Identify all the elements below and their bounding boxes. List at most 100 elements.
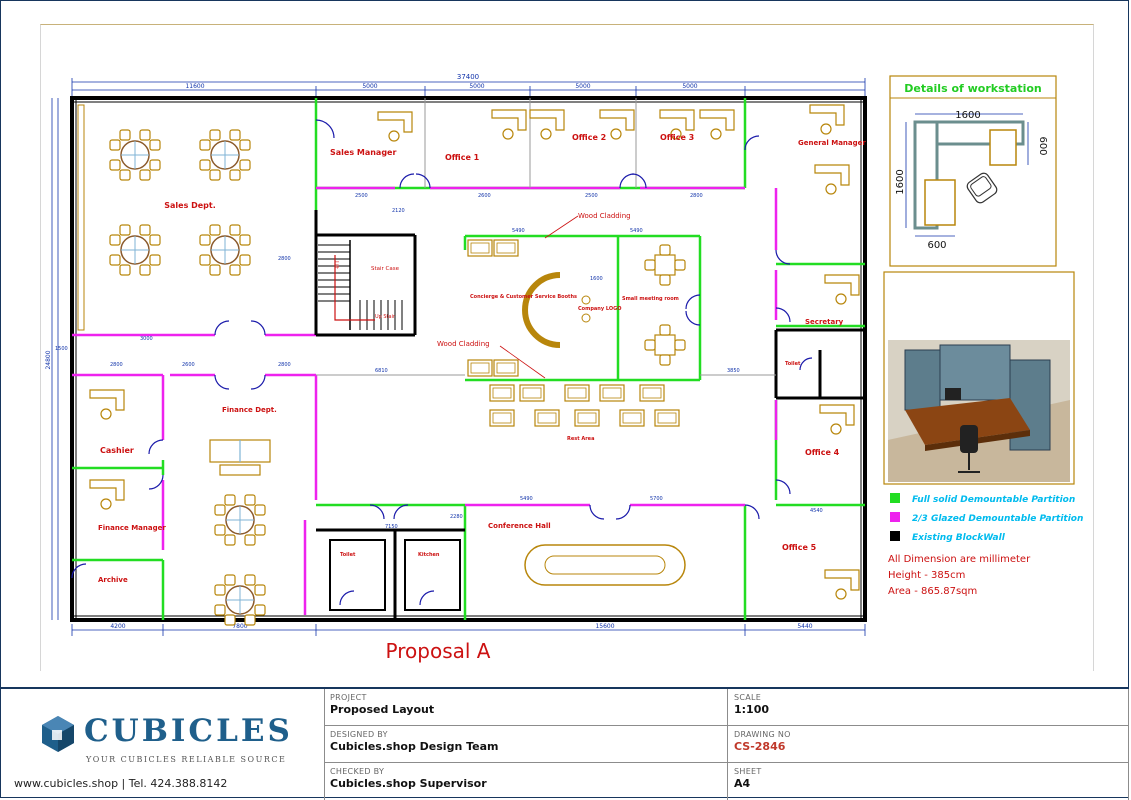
meeting-tables <box>645 245 685 365</box>
legend-glazed-label: 2/3 Glazed Demountable Partition <box>912 514 1083 524</box>
dim-inner-2: 2500 <box>585 193 598 199</box>
room-finance-dept: Finance Dept. <box>222 406 277 414</box>
designed-label: DESIGNED BY <box>330 730 388 739</box>
room-general-manager: General Manager <box>798 139 866 147</box>
cladding-top-label: Wood Cladding <box>578 212 631 220</box>
designed-value: Cubicles.shop Design Team <box>330 740 499 753</box>
dimension-left <box>51 98 59 620</box>
wood-cladding-furniture <box>467 239 519 377</box>
dim-inner-0: 2500 <box>355 193 368 199</box>
doors <box>71 119 813 606</box>
ws-dim-left: 1600 <box>895 169 906 194</box>
dim-inner-3: 2800 <box>690 193 703 199</box>
dim-inner-15: 1500 <box>55 346 68 352</box>
floor-plan: 37400 11600 5000 5000 5000 5000 4200 780… <box>45 73 1083 663</box>
room-toilet-bottom: Toilet <box>340 552 356 558</box>
drawing-no-label: DRAWING NO <box>734 730 791 739</box>
note-dimensions: All Dimension are millimeter <box>888 554 1031 565</box>
sheet-label: SHEET <box>734 767 762 776</box>
dimension-bottom <box>71 624 866 636</box>
ws-dim-bottom: 600 <box>927 240 946 251</box>
checked-label: CHECKED BY <box>330 767 385 776</box>
designed-cell: DESIGNED BY Cubicles.shop Design Team <box>324 726 728 763</box>
room-kitchen: Kitchen <box>418 552 440 558</box>
block-walls <box>314 210 865 620</box>
room-conference-hall: Conference Hall <box>488 522 551 530</box>
reception <box>522 272 591 348</box>
dim-total: 37400 <box>457 73 479 81</box>
project-value: Proposed Layout <box>330 703 435 716</box>
legend-swatch-block <box>890 531 900 541</box>
checked-value: Cubicles.shop Supervisor <box>330 777 487 790</box>
dim-inner-17: 2600 <box>182 362 195 368</box>
dim-inner-7: 3850 <box>727 368 740 374</box>
legend-swatch-glazed <box>890 512 900 522</box>
dim-inner-14: 2280 <box>450 514 463 520</box>
dim-bottom-3: 15600 <box>595 623 614 630</box>
workstation-title: Details of workstation <box>904 82 1041 95</box>
scale-value: 1:100 <box>734 703 770 716</box>
staircase <box>318 240 403 330</box>
dim-top-1: 11600 <box>185 83 204 90</box>
project-label: PROJECT <box>330 693 367 702</box>
room-office3: Office 3 <box>660 133 694 142</box>
title-block: CUBICLES YOUR CUBICLES RELIABLE SOURCE w… <box>0 687 1129 800</box>
finance-workstations <box>209 439 271 476</box>
dim-bottom-2: 7800 <box>232 623 247 630</box>
dim-inner-4: 5490 <box>512 228 525 234</box>
scale-label: SCALE <box>734 693 762 702</box>
brand-contact: www.cubicles.shop | Tel. 424.388.8142 <box>14 777 228 790</box>
workstation-detail <box>889 75 1057 267</box>
room-sales-manager: Sales Manager <box>330 148 396 157</box>
logo-cell: CUBICLES YOUR CUBICLES RELIABLE SOURCE w… <box>0 689 325 800</box>
window-hatch <box>72 98 865 620</box>
inner-dimensions: 2500 2600 2500 2800 5490 5490 6810 3850 … <box>55 193 823 530</box>
office-desks <box>89 104 860 600</box>
dim-inner-19: 2800 <box>278 256 291 262</box>
room-cashier: Cashier <box>100 446 134 455</box>
up-stair-label: Up Stair <box>375 314 396 320</box>
brand-tagline: YOUR CUBICLES RELIABLE SOURCE <box>86 755 287 764</box>
room-office2: Office 2 <box>572 133 606 142</box>
dim-inner-6: 6810 <box>375 368 388 374</box>
cubicles-logo-icon <box>42 716 74 752</box>
dim-inner-18: 2800 <box>278 362 291 368</box>
room-rest-area: Rest Area <box>567 436 594 442</box>
dim-left-total: 24800 <box>45 350 52 369</box>
sheet-value: A4 <box>734 777 751 790</box>
dim-inner-5: 5490 <box>630 228 643 234</box>
dim-inner-10: 4540 <box>810 508 823 514</box>
stair-case-label: Stair Case <box>371 266 400 272</box>
dim-top-2: 5000 <box>362 83 377 90</box>
room-toilet-right: Toilet <box>785 361 801 367</box>
dim-inner-1: 2600 <box>478 193 491 199</box>
room-office5: Office 5 <box>782 543 817 552</box>
room-office4: Office 4 <box>805 448 840 457</box>
dim-inner-20: 3000 <box>140 336 153 342</box>
conference-table <box>524 544 686 586</box>
legend-swatch-solid <box>890 493 900 503</box>
finance-tables <box>215 495 265 625</box>
glazed-partitions <box>72 186 778 615</box>
sheet-cell: SHEET A4 <box>728 763 1129 800</box>
dim-inner-8: 5490 <box>520 496 533 502</box>
room-archive: Archive <box>98 576 128 584</box>
note-height: Height - 385cm <box>888 570 965 581</box>
cladding-bottom-label: Wood Cladding <box>437 340 490 348</box>
solid-partitions <box>72 98 865 620</box>
lift-label: Lift <box>333 261 339 269</box>
exterior-walls <box>70 96 867 622</box>
legend-block-label: Existing BlockWall <box>912 533 1006 543</box>
legend <box>890 493 900 541</box>
ws-dim-top: 1600 <box>955 110 980 121</box>
drawing-no-value: CS-2846 <box>734 740 786 753</box>
ws-dim-right: 600 <box>1037 136 1048 155</box>
dim-bottom-4: 5440 <box>797 623 812 630</box>
dim-top-5: 5000 <box>682 83 697 90</box>
room-company-logo: Company LOGO <box>578 306 621 312</box>
project-cell: PROJECT Proposed Layout <box>324 689 728 726</box>
drawing-no-cell: DRAWING NO CS-2846 <box>728 726 1129 763</box>
corridor-lines <box>316 98 776 376</box>
dim-inner-12: 1600 <box>590 276 603 282</box>
checked-cell: CHECKED BY Cubicles.shop Supervisor <box>324 763 728 800</box>
